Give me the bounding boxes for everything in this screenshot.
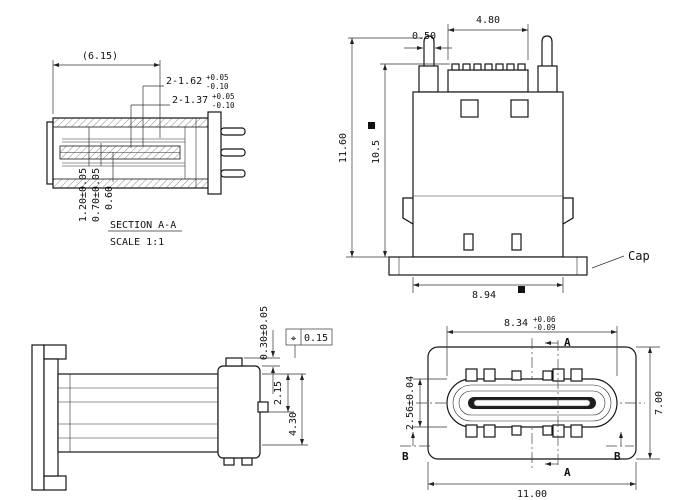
cap-label: Cap bbox=[628, 249, 650, 263]
contact-pad bbox=[465, 424, 478, 438]
shell-bottom-wall-hatch bbox=[52, 178, 209, 189]
dim-total-height-label: 11.60 bbox=[338, 133, 349, 163]
dim-total-width-label: 11.00 bbox=[517, 489, 547, 500]
connector-body bbox=[412, 91, 564, 258]
dim-body-depth-label: 7.00 bbox=[654, 391, 665, 415]
side-hook-right bbox=[562, 197, 574, 225]
dim-opening-height-label: 2.56±0.04 bbox=[405, 376, 416, 430]
section-scale-label: SCALE 1:1 bbox=[110, 237, 164, 248]
receptacle-opening-mid bbox=[452, 384, 612, 422]
receptacle-opening-inner bbox=[458, 390, 606, 416]
top-view-dimensions: 8.34 +0.06 -0.09 2.56±0.04 7.00 11.00 A … bbox=[400, 315, 665, 500]
dim-opening-width-label: 8.34 bbox=[504, 318, 528, 329]
contact-pad bbox=[570, 424, 583, 438]
head-bump bbox=[225, 357, 243, 367]
dim-slot-inner-tol-minus: -0.10 bbox=[212, 101, 235, 110]
section-caption: SECTION A-A bbox=[110, 220, 176, 231]
foot bbox=[223, 457, 235, 466]
dim-mid-height-label: 2.15 bbox=[273, 381, 284, 405]
housing-side bbox=[57, 373, 219, 453]
section-aa-part bbox=[46, 111, 246, 195]
section-aa-view: (6.15) 2-1.62 +0.05 -0.10 2-1.37 +0.05 -… bbox=[46, 51, 246, 248]
contact-pad bbox=[552, 368, 565, 382]
bottom-slot bbox=[463, 233, 474, 251]
front-view-dimensions: 4.80 0.50 11.60 10.5 8.94 Cap bbox=[338, 15, 650, 301]
contact-pin bbox=[220, 127, 246, 136]
dim-opening-tol-plus: +0.06 bbox=[533, 315, 556, 324]
dim-opening-tol-minus: -0.09 bbox=[533, 323, 556, 332]
dim-body-height-label: 10.5 bbox=[371, 140, 382, 164]
side-view-dimensions: 0.30±0.05 ⌖ 0.15 2.15 4.30 bbox=[244, 306, 333, 446]
top-view-part bbox=[416, 338, 645, 468]
body-window bbox=[510, 99, 529, 118]
mating-face bbox=[207, 111, 222, 195]
contact-pad bbox=[483, 424, 496, 438]
contact-pad bbox=[542, 370, 553, 381]
mount-tab-top bbox=[43, 344, 67, 360]
section-aa-dimensions: (6.15) 2-1.62 +0.05 -0.10 2-1.37 +0.05 -… bbox=[52, 51, 235, 248]
dim-pin-width-label: 0.50 bbox=[412, 31, 436, 42]
dim-shell-thickness-label: 1.20±0.05 bbox=[78, 168, 89, 222]
shell-end-cap bbox=[46, 121, 54, 185]
head-nub bbox=[257, 401, 269, 413]
dim-slot-inner-tol-plus: +0.05 bbox=[212, 92, 235, 101]
contact-pad bbox=[511, 370, 522, 381]
dim-slot-outer-tol-plus: +0.05 bbox=[206, 73, 229, 82]
top-view: 8.34 +0.06 -0.09 2.56±0.04 7.00 11.00 A … bbox=[400, 315, 665, 500]
datum-marker-icon bbox=[518, 286, 525, 293]
contact-pad bbox=[483, 368, 496, 382]
dim-overall-width-label: (6.15) bbox=[82, 51, 118, 62]
bottom-slot bbox=[511, 233, 522, 251]
top-shield bbox=[447, 69, 529, 93]
front-view-part bbox=[368, 35, 588, 293]
cap-plate bbox=[388, 256, 588, 276]
dim-contact-height-label: 0.70±0.05 bbox=[91, 168, 102, 222]
front-view: 4.80 0.50 11.60 10.5 8.94 Cap bbox=[338, 15, 650, 301]
contact-pad bbox=[552, 424, 565, 438]
section-label-b-right: B bbox=[614, 450, 621, 463]
dim-pin-span-label: 4.80 bbox=[476, 15, 500, 26]
position-tolerance-label: 0.15 bbox=[304, 333, 328, 344]
side-hook-left bbox=[402, 197, 414, 225]
tongue-slot bbox=[473, 399, 591, 407]
dim-slot-outer-tol-minus: -0.10 bbox=[206, 82, 229, 91]
dim-tongue-thickness-label: 0.60 bbox=[104, 186, 115, 210]
dim-lower-height-label: 4.30 bbox=[288, 412, 299, 436]
datum-marker-icon bbox=[368, 122, 375, 129]
shell-top-wall-hatch bbox=[52, 117, 209, 128]
contact-pad bbox=[465, 368, 478, 382]
pin-collar-left bbox=[418, 65, 439, 93]
dim-offset-label: 0.30±0.05 bbox=[259, 306, 270, 360]
foot bbox=[241, 457, 253, 466]
side-view-part bbox=[31, 344, 269, 491]
section-label-a-bottom: A bbox=[564, 466, 571, 479]
contact-pad bbox=[511, 425, 522, 436]
body-window bbox=[460, 99, 479, 118]
contact-pad bbox=[570, 368, 583, 382]
contact-pin bbox=[220, 148, 246, 157]
section-label-b-left: B bbox=[402, 450, 409, 463]
dim-body-width-label: 8.94 bbox=[472, 290, 496, 301]
feature-control-frame bbox=[285, 328, 333, 346]
contact-pin bbox=[220, 169, 246, 178]
side-view: 0.30±0.05 ⌖ 0.15 2.15 4.30 bbox=[31, 306, 333, 491]
pin-collar-right bbox=[537, 65, 558, 93]
mount-tab-bottom bbox=[43, 475, 67, 491]
section-label-a-top: A bbox=[564, 336, 571, 349]
mount-rib bbox=[43, 358, 59, 477]
dim-slot-outer-label: 2-1.62 bbox=[166, 76, 202, 87]
connector-head-side bbox=[217, 365, 261, 459]
contact-pad bbox=[542, 425, 553, 436]
mount-plate bbox=[31, 344, 45, 491]
position-symbol-icon: ⌖ bbox=[291, 334, 297, 345]
dim-slot-inner-label: 2-1.37 bbox=[172, 95, 208, 106]
